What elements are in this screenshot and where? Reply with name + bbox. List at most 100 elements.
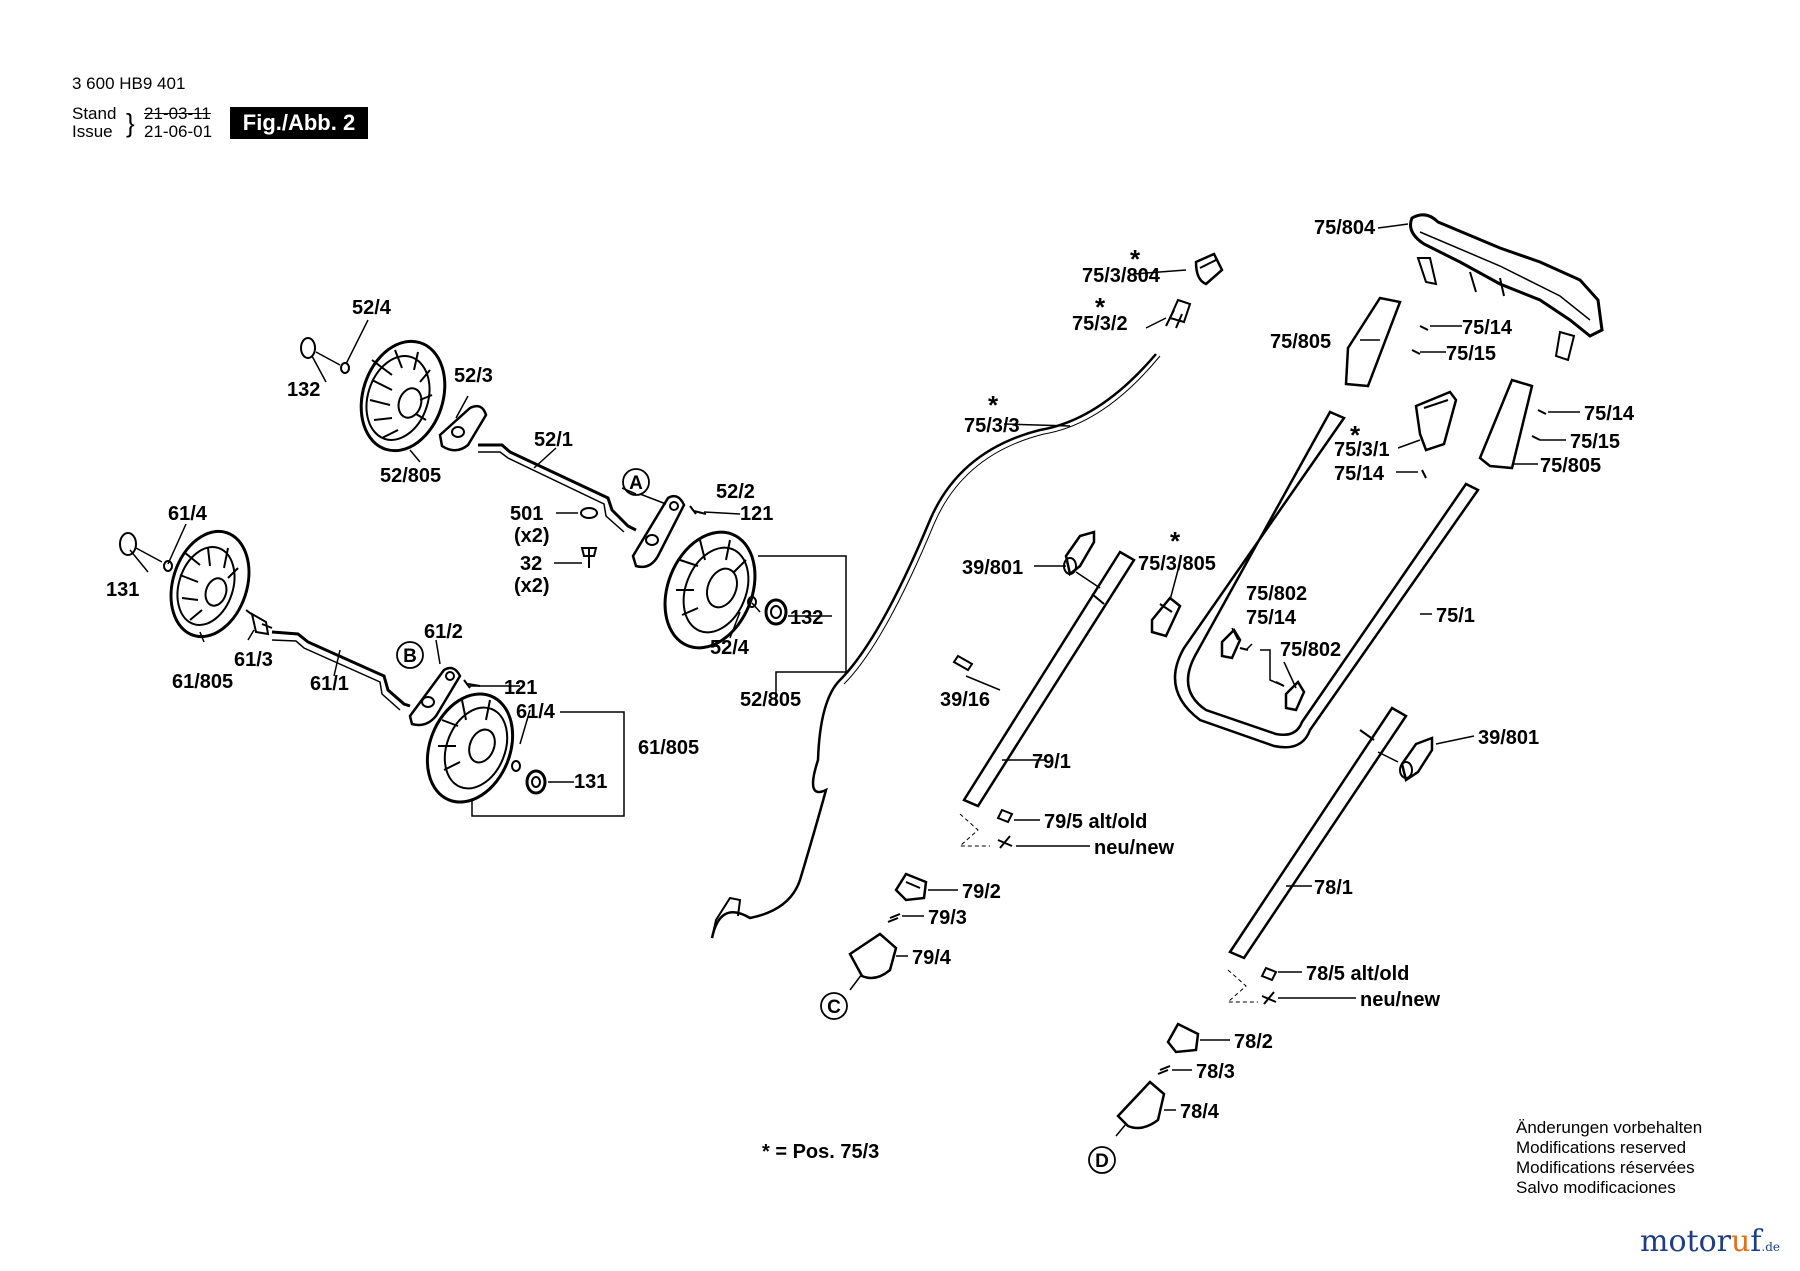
handle-top-75-804 bbox=[1409, 213, 1604, 362]
callout-52-805: 52/805 bbox=[380, 465, 441, 487]
callout-39-801-left: 39/801 bbox=[962, 557, 1023, 579]
wheel-adjuster-upper-left bbox=[438, 404, 488, 452]
cable-guide-75-3-1 bbox=[1414, 390, 1458, 452]
callout-61-4-right: 61/4 bbox=[516, 701, 556, 723]
callout-78-3: 78/3 bbox=[1196, 1061, 1235, 1083]
bowden-cable bbox=[710, 353, 1161, 939]
callout-78-5: 78/5 alt/old bbox=[1306, 963, 1409, 985]
lower-tube-78-1 bbox=[1228, 706, 1408, 960]
modification-notes: Änderungen vorbehalten Modifications res… bbox=[1516, 1118, 1702, 1198]
callout-75-14-c: 75/14 bbox=[1334, 463, 1385, 485]
callout-52-1: 52/1 bbox=[534, 429, 573, 451]
callout-75-15-b: 75/15 bbox=[1570, 431, 1620, 453]
star-mark-75-3-2: * bbox=[1095, 292, 1106, 322]
handle-sleeve-75-805-lower bbox=[1478, 378, 1534, 470]
brand-name-c: f bbox=[1750, 1224, 1762, 1259]
rear-wheel-lower-right bbox=[425, 692, 515, 804]
spring-79-3 bbox=[887, 913, 901, 923]
callout-52-3: 52/3 bbox=[454, 365, 493, 387]
grip-cap-78-4 bbox=[1116, 1080, 1166, 1130]
spring-78-3 bbox=[1157, 1065, 1171, 1075]
star-mark-75-3-805: * bbox=[1170, 526, 1181, 556]
handle-sleeve-75-805-upper bbox=[1344, 296, 1402, 388]
callout-52-4: 52/4 bbox=[352, 297, 392, 319]
grip-cap-79-4 bbox=[848, 932, 898, 980]
washer-501 bbox=[580, 507, 598, 519]
callout-32: 32 bbox=[520, 553, 542, 575]
callout-61-2: 61/2 bbox=[424, 621, 463, 643]
part-number: 3 600 HB9 401 bbox=[72, 74, 186, 93]
callout-x2-b: (x2) bbox=[514, 575, 550, 597]
callout-79-1: 79/1 bbox=[1032, 751, 1071, 773]
brand-watermark: motoruf.de bbox=[1640, 1224, 1780, 1259]
callout-78-2: 78/2 bbox=[1234, 1031, 1273, 1053]
ref-circle-a bbox=[622, 468, 650, 496]
rear-wheel-upper bbox=[300, 337, 447, 453]
brand-tld: .de bbox=[1761, 1240, 1781, 1254]
callout-52-805-right: 52/805 bbox=[740, 689, 801, 711]
axle-rod-upper bbox=[478, 443, 637, 533]
ref-circle-d bbox=[1088, 1146, 1116, 1174]
callout-78-1: 78/1 bbox=[1314, 877, 1353, 899]
callout-52-4-right: 52/4 bbox=[710, 637, 750, 659]
ref-circle-c bbox=[820, 992, 848, 1020]
clamp-75-802-lower bbox=[1275, 679, 1306, 712]
callout-75-3-804: 75/3/804 bbox=[1082, 265, 1161, 287]
callout-75-3-3: 75/3/3 bbox=[964, 415, 1020, 437]
callout-79-5: 79/5 alt/old bbox=[1044, 811, 1147, 833]
callout-79-4: 79/4 bbox=[912, 947, 952, 969]
callout-75-14-a: 75/14 bbox=[1462, 317, 1513, 339]
callout-61-3: 61/3 bbox=[234, 649, 273, 671]
callout-79-2: 79/2 bbox=[962, 881, 1001, 903]
callout-75-802-lower: 75/802 bbox=[1280, 639, 1341, 661]
note-fr: Modifications réservées bbox=[1516, 1158, 1695, 1177]
screw-78-5 bbox=[1226, 966, 1278, 1005]
axle-rod-lower bbox=[271, 630, 411, 711]
brace: } bbox=[126, 108, 135, 138]
wheel-adjuster-upper-right bbox=[631, 494, 686, 569]
callout-75-14-b: 75/14 bbox=[1584, 403, 1635, 425]
wheel-adjuster-lower bbox=[408, 666, 462, 727]
bolt-39-16 bbox=[952, 654, 974, 672]
leader-lines bbox=[129, 223, 1580, 1137]
star-mark-75-3-3: * bbox=[988, 390, 999, 420]
star-mark-75-3-804: * bbox=[1130, 244, 1141, 274]
callout-neu-new-78: neu/new bbox=[1360, 989, 1440, 1011]
end-cap-79-2 bbox=[894, 872, 928, 902]
issue-date: 21-06-01 bbox=[144, 122, 213, 141]
issue-label: Issue bbox=[72, 122, 113, 141]
callout-52-2: 52/2 bbox=[716, 481, 755, 503]
end-cap-78-2 bbox=[1166, 1022, 1200, 1054]
cable-holder-75-3-805 bbox=[1150, 596, 1182, 638]
callout-75-3-1: 75/3/1 bbox=[1334, 439, 1390, 461]
legend-position-note: * = Pos. 75/3 bbox=[762, 1141, 880, 1163]
star-mark-75-3-1: * bbox=[1350, 420, 1361, 450]
callout-121-lower: 121 bbox=[504, 677, 537, 699]
callout-39-801-right: 39/801 bbox=[1478, 727, 1539, 749]
callout-61-4: 61/4 bbox=[168, 503, 208, 525]
upper-handle-75-1 bbox=[1173, 410, 1480, 749]
rear-wheel-lower-left bbox=[119, 529, 251, 639]
callout-61-805: 61/805 bbox=[172, 671, 233, 693]
callout-75-1: 75/1 bbox=[1436, 605, 1475, 627]
brand-name-b: u bbox=[1730, 1224, 1751, 1259]
callout-39-16: 39/16 bbox=[940, 689, 990, 711]
callout-75-3-2: 75/3/2 bbox=[1072, 313, 1128, 335]
callout-79-3: 79/3 bbox=[928, 907, 967, 929]
hub-cap-132-upper bbox=[747, 596, 788, 626]
small-screws-75-14-75-15 bbox=[1411, 325, 1547, 479]
ref-letter-a: A bbox=[629, 473, 643, 494]
brand-name-a: motor bbox=[1640, 1224, 1731, 1259]
callout-75-805-lower: 75/805 bbox=[1540, 455, 1601, 477]
ref-circle-b bbox=[396, 641, 424, 669]
callout-75-805-upper: 75/805 bbox=[1270, 331, 1331, 353]
callout-131-right: 131 bbox=[574, 771, 607, 793]
bushing-61-3 bbox=[245, 609, 273, 636]
note-en: Modifications reserved bbox=[1516, 1138, 1687, 1157]
stand-label: Stand bbox=[72, 104, 117, 123]
callout-61-1: 61/1 bbox=[310, 673, 349, 695]
ref-letter-d: D bbox=[1095, 1151, 1109, 1172]
ref-letter-c: C bbox=[827, 997, 841, 1018]
callout-78-4: 78/4 bbox=[1180, 1101, 1220, 1123]
